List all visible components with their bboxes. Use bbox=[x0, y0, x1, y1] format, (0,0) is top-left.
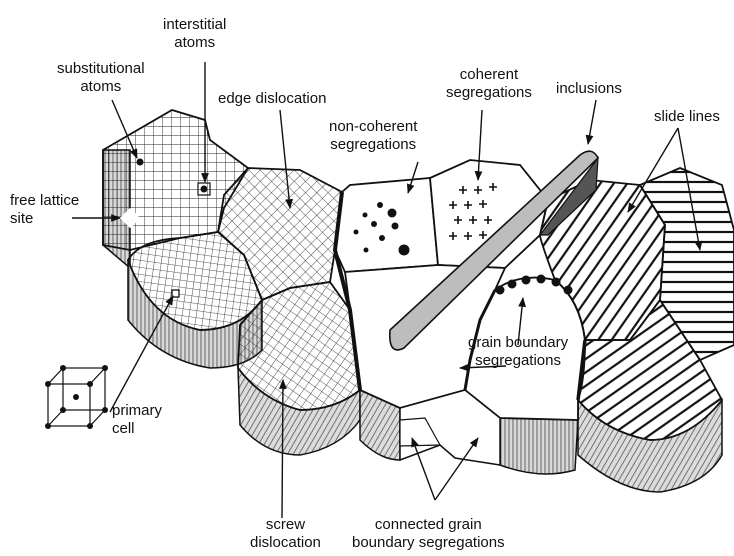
substitutional-atom bbox=[137, 159, 144, 166]
label-non-coherent-segregations: non-coherent segregations bbox=[329, 118, 417, 154]
label-coherent-segregations: coherent segregations bbox=[446, 66, 532, 102]
label-slide-lines: slide lines bbox=[654, 108, 720, 126]
label-inclusions: inclusions bbox=[556, 80, 622, 98]
primary-cell-cube-icon bbox=[45, 365, 108, 429]
label-connected-grain-boundary-segregations: connected grain boundary segregations bbox=[352, 516, 505, 552]
label-grain-boundary-segregations: grain boundary segregations bbox=[468, 334, 568, 370]
interstitial-atom bbox=[201, 186, 208, 193]
grain-side-face bbox=[500, 418, 578, 474]
label-primary-cell: primary cell bbox=[112, 402, 162, 438]
label-substitutional-atoms: substitutional atoms bbox=[57, 60, 145, 96]
label-interstitial-atoms: interstitial atoms bbox=[163, 16, 226, 52]
grain-non-coherent bbox=[335, 178, 438, 272]
primary-cell-marker bbox=[172, 290, 179, 297]
label-edge-dislocation: edge dislocation bbox=[218, 90, 326, 108]
label-screw-dislocation: screw dislocation bbox=[250, 516, 321, 552]
label-free-lattice-site: free lattice site bbox=[10, 192, 79, 228]
